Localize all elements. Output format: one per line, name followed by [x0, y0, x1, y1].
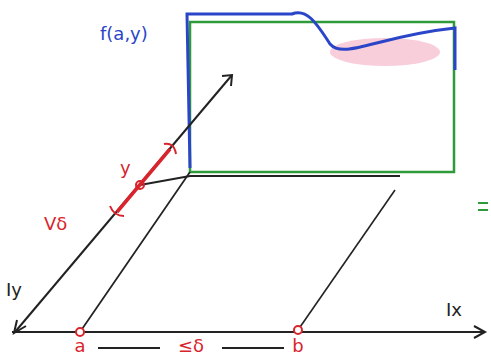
point-marker	[76, 328, 84, 336]
stray-mark	[478, 209, 488, 211]
guide-line	[190, 175, 400, 177]
dash-line	[98, 347, 160, 349]
stray-mark	[478, 202, 488, 204]
neighbourhood-interval	[117, 149, 170, 212]
interval-bracket	[164, 144, 176, 154]
vertical-plane	[190, 22, 454, 172]
point-marker	[294, 326, 302, 334]
point-label: y	[120, 158, 131, 179]
point-marker	[136, 181, 144, 189]
point-label: a	[74, 336, 85, 357]
y-axis	[15, 75, 232, 332]
arrowhead	[474, 326, 485, 338]
distance-label: ≤δ	[178, 336, 204, 357]
neighbourhood-label: Vδ	[44, 214, 67, 235]
guide-line	[298, 190, 395, 330]
dash-line	[222, 347, 284, 349]
interval-bracket	[110, 206, 124, 216]
axis-label: Iy	[6, 280, 22, 301]
axis-label: Ix	[446, 300, 462, 321]
arrowhead	[222, 75, 232, 86]
function-curve	[187, 13, 455, 168]
function-label: f(a,y)	[100, 24, 148, 45]
point-label: b	[292, 336, 303, 357]
arrowhead	[14, 320, 26, 333]
parallel-line	[80, 172, 190, 332]
